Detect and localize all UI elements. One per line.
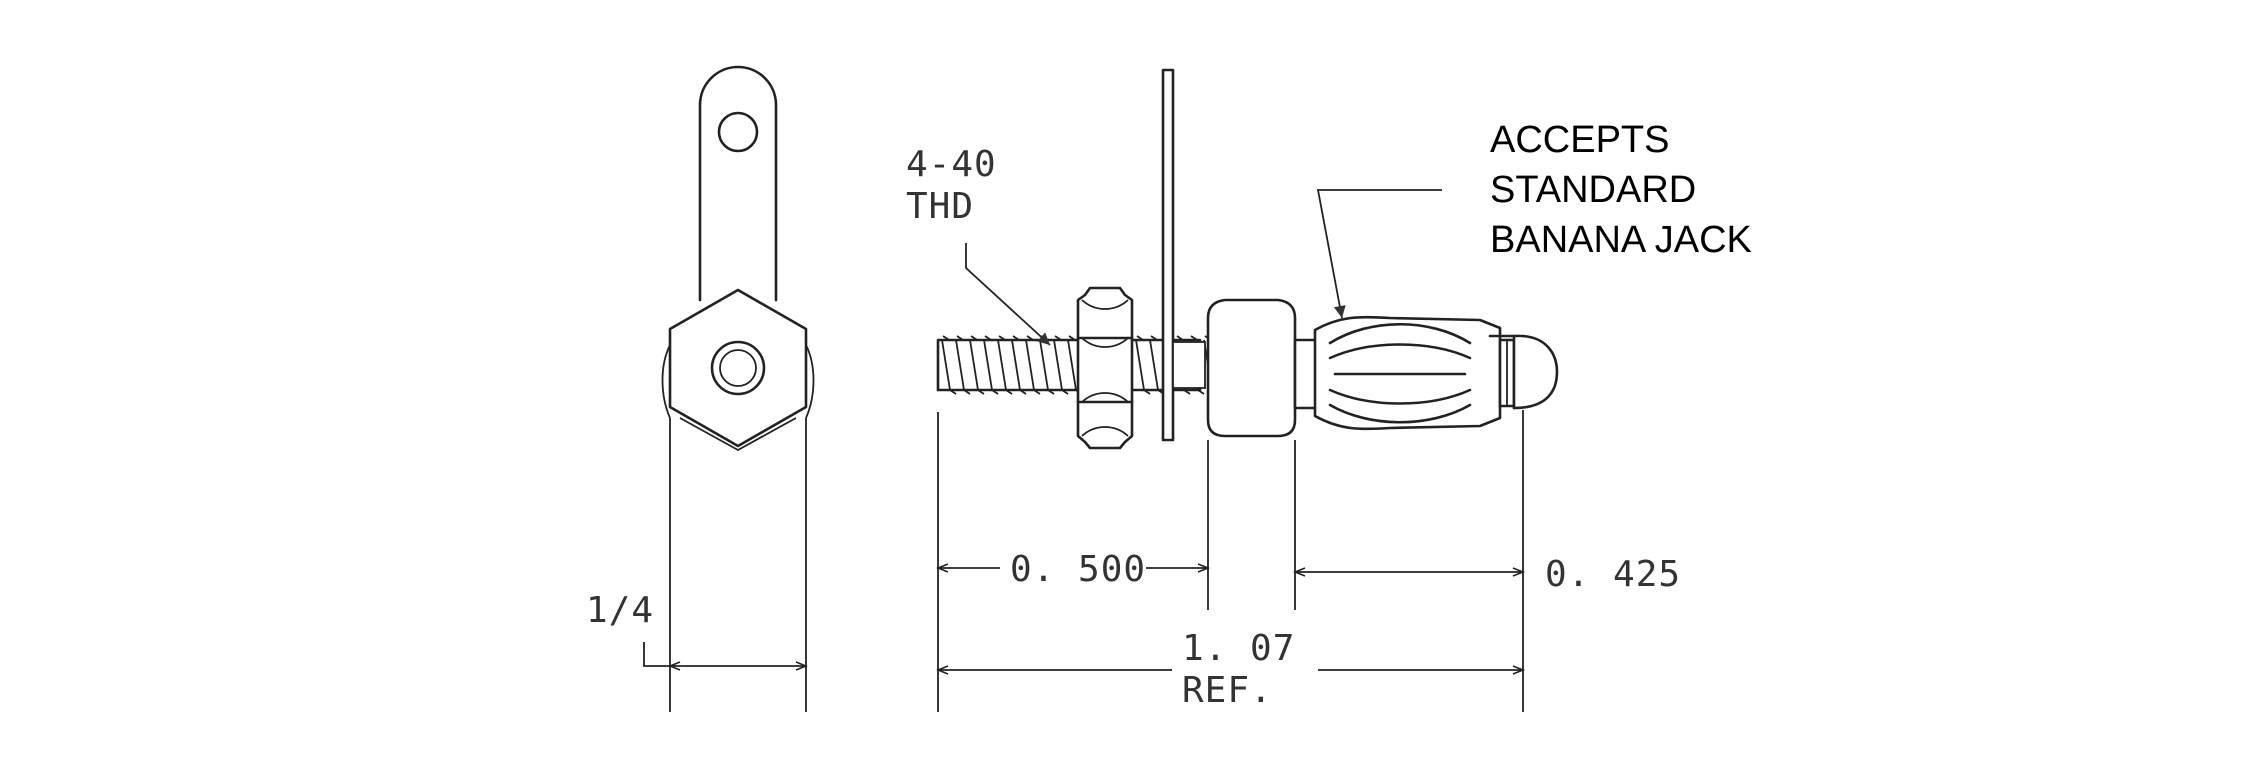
dim-overall-length-line2: REF. (1182, 670, 1273, 711)
lug-edge (1161, 68, 1175, 442)
hex-nut-side (1076, 286, 1134, 450)
bore-outer (710, 340, 766, 396)
banana-note-line3: BANANA JACK (1490, 219, 1752, 261)
lug-hole (717, 111, 759, 153)
dim-tip-length-label: 0. 425 (1545, 554, 1681, 595)
solder-lug (698, 65, 778, 302)
side-view (936, 68, 1559, 712)
front-view (661, 65, 815, 712)
banana-note-callout: ACCEPTS STANDARD BANANA JACK (1316, 119, 1752, 319)
hex-nut-front (668, 288, 808, 448)
insulator-body (1206, 298, 1297, 438)
thread-callout-line1: 4-40 (906, 144, 997, 185)
dim-thread-length-label: 0. 500 (1010, 549, 1146, 590)
banana-tip (1488, 334, 1559, 410)
thread-callout-line2: THD (906, 186, 974, 227)
dim-thread-length: 0. 500 (938, 549, 1208, 590)
dim-overall-length: 1. 07 REF. (938, 628, 1523, 711)
thread-callout: 4-40 THD (906, 144, 1051, 346)
banana-note-line2: STANDARD (1490, 169, 1696, 211)
banana-note-line1: ACCEPTS (1490, 119, 1669, 161)
banana-spring (1293, 315, 1559, 431)
dim-width-quarter-label: 1/4 (586, 590, 654, 631)
bore-inner (719, 349, 757, 387)
dim-tip-length: 0. 425 (1295, 554, 1681, 595)
dim-width-quarter: 1/4 (586, 590, 806, 666)
dim-overall-length-line1: 1. 07 (1182, 628, 1295, 669)
